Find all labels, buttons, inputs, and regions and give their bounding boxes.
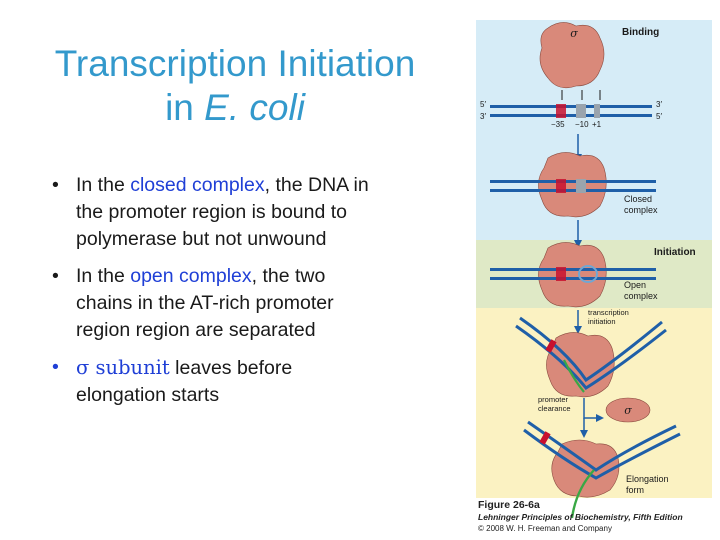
label-pc-1: promoter — [538, 395, 569, 404]
released-sigma-label: σ — [624, 404, 632, 417]
label-closed-2: complex — [624, 205, 658, 215]
label-5prime: 5′ — [480, 100, 486, 109]
caption-book: Lehninger Principles of Biochemistry, Fi… — [478, 511, 683, 522]
label-ti-1: transcription — [588, 308, 629, 317]
label-pc-2: clearance — [538, 404, 571, 413]
dna-strand-bent — [527, 420, 677, 472]
label-el-2: form — [626, 485, 644, 495]
label-minus35: −35 — [551, 120, 565, 129]
dna-strand — [490, 268, 656, 271]
label-el-1: Elongation — [626, 474, 669, 484]
label-binding: Binding — [622, 27, 659, 38]
arrow-head — [580, 430, 588, 438]
minus10-region — [576, 179, 586, 193]
bullet-list: • In the closed complex, the DNA in the … — [52, 172, 382, 419]
title-line-1: Transcription Initiation — [54, 43, 416, 84]
dna-strand — [490, 180, 656, 183]
caption-figure-number: Figure 26-6a — [478, 499, 540, 511]
minus35-region — [556, 179, 566, 193]
polymerase-shape — [539, 22, 605, 89]
minus35-region — [556, 267, 566, 281]
title-line-2-prefix: in — [165, 87, 205, 128]
dna-strand — [490, 114, 652, 117]
arrow-head — [574, 240, 582, 248]
released-sigma — [605, 397, 651, 423]
transcription-figure: Binding Initiation σ 5′ 3′ 3′ 5′ −35 −10… — [476, 20, 712, 519]
bullet-closed-complex: • In the closed complex, the DNA in the … — [52, 174, 369, 250]
bullet-dot: • — [52, 265, 59, 287]
dna-strand-bent — [523, 428, 681, 480]
polymerase-elongating — [551, 439, 620, 498]
rna-transcript — [570, 469, 595, 519]
title-line-2: in E. coli — [0, 86, 470, 130]
label-plus1: +1 — [592, 120, 602, 129]
sigma-label: σ — [570, 27, 578, 40]
minus10-region — [576, 104, 586, 118]
minus35-region — [539, 431, 551, 445]
bullet-sigma-subunit: • σ subunit leaves before elongation sta… — [52, 356, 293, 406]
rna-transcript — [563, 359, 585, 393]
label-initiation: Initiation — [654, 247, 696, 258]
label-open-2: complex — [624, 291, 658, 301]
polymerase-open — [538, 242, 607, 308]
bullet-dot: • — [52, 174, 59, 196]
transcription-bubble — [578, 265, 598, 283]
dna-strand-bent — [519, 316, 663, 383]
label-5prime-right: 5′ — [656, 112, 662, 121]
caption-copyright: © 2008 W. H. Freeman and Company — [478, 524, 612, 533]
term-closed-complex: closed complex — [130, 174, 265, 196]
title-species: E. coli — [204, 87, 305, 128]
slide-title: Transcription Initiation in E. coli — [0, 42, 470, 130]
bullet-dot: • — [52, 356, 59, 378]
term-sigma-subunit: σ subunit — [76, 356, 170, 379]
label-open-1: Open — [624, 280, 646, 290]
dna-strand — [490, 277, 656, 280]
dna-strand-bent — [515, 324, 667, 390]
minus35-region — [545, 339, 557, 353]
label-3prime-right: 3′ — [656, 100, 662, 109]
label-closed-1: Closed — [624, 194, 652, 204]
figure-caption: Figure 26-6a Lehninger Principles of Bio… — [478, 499, 718, 535]
arrow-head — [574, 326, 582, 334]
start-site — [594, 104, 600, 118]
dna-strand — [490, 189, 656, 192]
label-ti-2: initiation — [588, 317, 616, 326]
label-3prime: 3′ — [480, 112, 486, 121]
bullet-open-complex: • In the open complex, the two chains in… — [52, 265, 334, 341]
label-minus10: −10 — [575, 120, 589, 129]
minus35-region — [556, 104, 566, 118]
polymerase-closed — [538, 152, 607, 218]
dna-strand — [490, 105, 652, 108]
binding-pointer-arrows — [561, 90, 601, 100]
term-open-complex: open complex — [130, 265, 252, 287]
arrow-head — [596, 414, 604, 422]
